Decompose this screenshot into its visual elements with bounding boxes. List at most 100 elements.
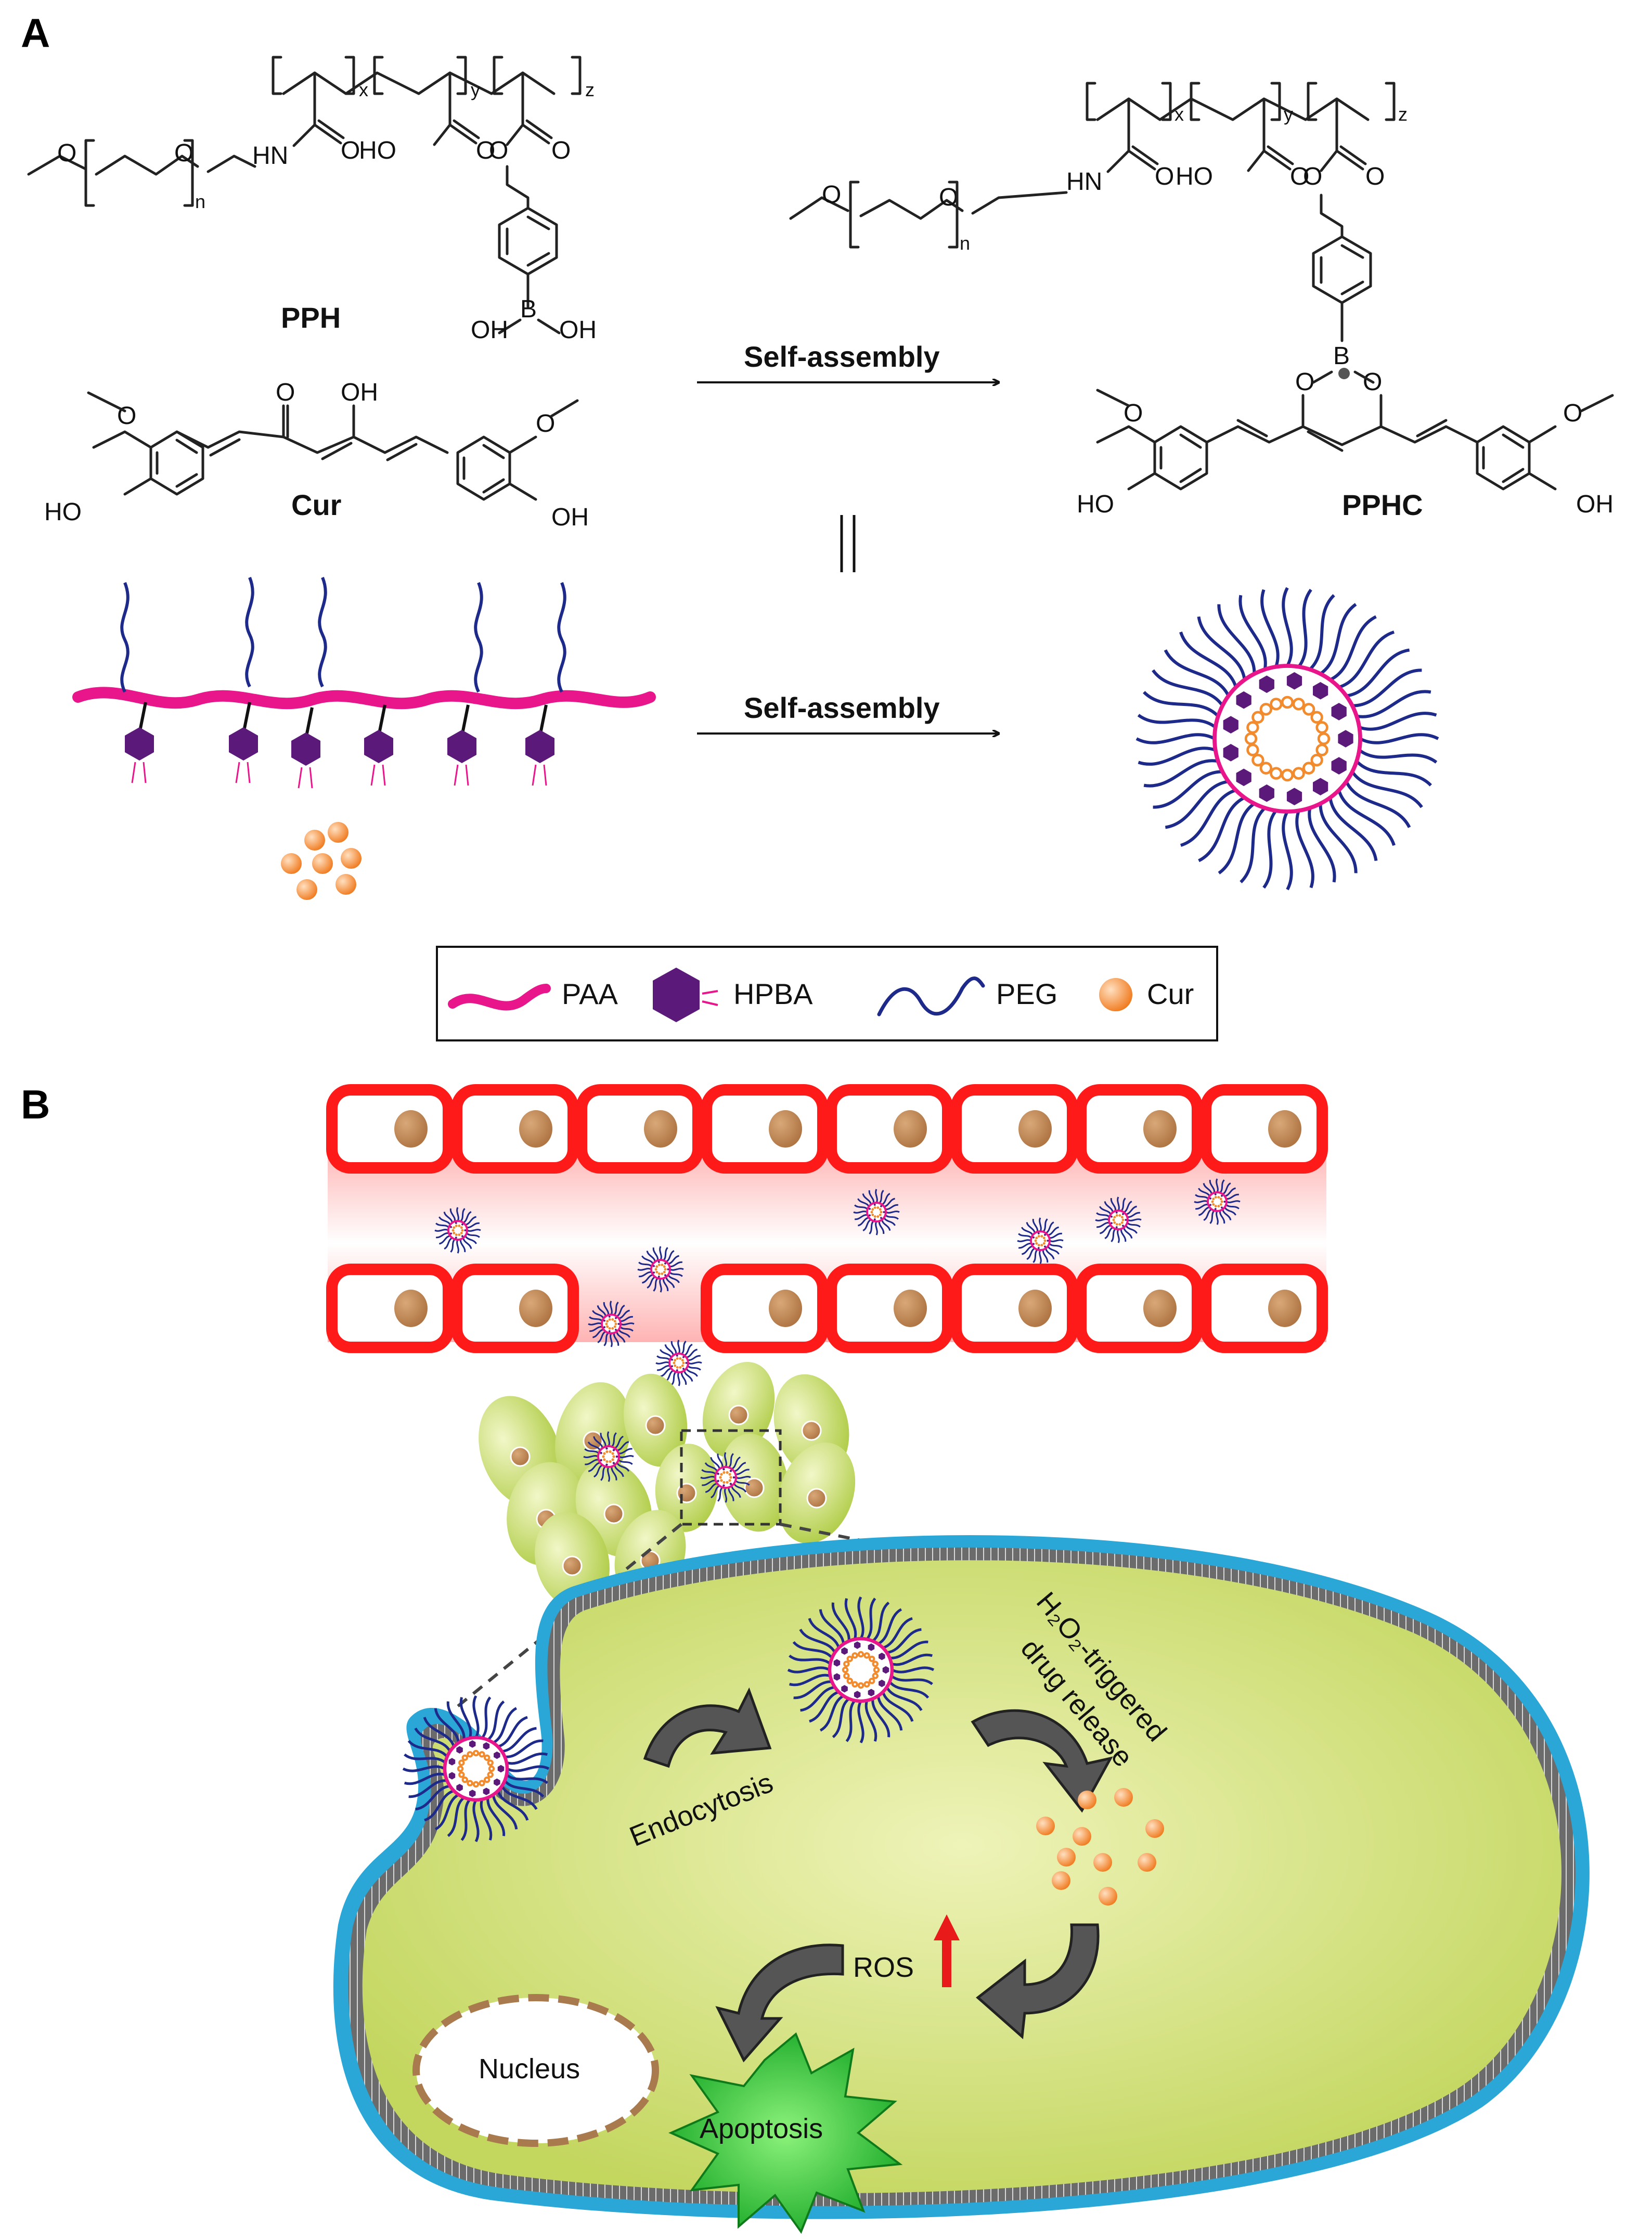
- micelle-cur: [857, 1651, 864, 1658]
- peg-arm: [683, 1344, 693, 1356]
- pphc-carbonyl-o-1: O: [1155, 163, 1174, 190]
- endothelial-nucleus: [519, 1290, 552, 1327]
- peg-arm: [610, 1301, 613, 1315]
- peg-arm: [702, 1479, 716, 1486]
- peg-arm: [1217, 604, 1256, 674]
- peg-arm: [1104, 1227, 1114, 1239]
- micelle-cur: [663, 1270, 666, 1273]
- micelle-hpba: [497, 1765, 505, 1773]
- pink-wave-icon: [448, 984, 551, 1011]
- ros-up-arrow-head: [934, 1914, 960, 1940]
- micelle-cur: [1217, 1205, 1220, 1208]
- hpba-unit: [447, 730, 476, 763]
- peg-arm: [481, 1696, 492, 1739]
- micelle-cur: [729, 1476, 732, 1479]
- peg-arm: [735, 1469, 750, 1475]
- peg-arm: [414, 1727, 451, 1753]
- peg-arm: [659, 1246, 662, 1260]
- peg-arm: [637, 1268, 652, 1271]
- endothelial-cell: [1200, 1084, 1328, 1174]
- peg-arm: [492, 1794, 518, 1830]
- tumor-nucleus: [728, 1405, 749, 1425]
- micelle-cur: [720, 1473, 723, 1476]
- micelle-hpba: [600, 1451, 602, 1455]
- cur-name: Cur: [291, 488, 341, 521]
- peg-chain: [245, 576, 254, 688]
- hpba-unit: [291, 732, 320, 766]
- panel-b-label: B: [21, 1082, 50, 1127]
- micelle: [1095, 1196, 1142, 1243]
- micelle-hpba: [685, 1361, 688, 1365]
- cur-molecule: [335, 874, 356, 895]
- endothelial-nucleus: [894, 1290, 927, 1327]
- micelle-cur: [873, 1215, 876, 1218]
- peg-arm: [662, 1278, 669, 1292]
- peg-arm: [1045, 1221, 1054, 1234]
- peg-arm: [1048, 1226, 1060, 1236]
- micelle-cur: [455, 1224, 458, 1227]
- micelle-cur: [657, 1272, 661, 1276]
- peg-arm: [404, 1753, 446, 1764]
- peg-arm: [1111, 1228, 1116, 1242]
- release-arrow: [971, 1709, 1113, 1813]
- peg-arm: [614, 1435, 624, 1449]
- boronic-oh-1: OH: [471, 316, 508, 344]
- micelle-shell: [668, 1353, 689, 1373]
- peg-arm: [1352, 668, 1422, 707]
- peg-arm: [1125, 1225, 1138, 1234]
- micelle-cur: [869, 1678, 875, 1684]
- boron-label-pphc: B: [1333, 342, 1350, 370]
- micelle: [700, 1452, 751, 1503]
- pphc-ester-o: O: [1303, 163, 1322, 190]
- micelle-cur: [1118, 1214, 1121, 1217]
- tumor-nucleus: [806, 1488, 827, 1509]
- peg-arm: [1099, 1206, 1112, 1215]
- peg-arm: [681, 1341, 687, 1355]
- peg-arm: [1203, 1182, 1212, 1194]
- endothelial-nucleus: [1268, 1290, 1301, 1327]
- hpba-linker: [461, 704, 470, 731]
- endothelial-nucleus: [894, 1110, 927, 1148]
- micelle-cur: [664, 1268, 667, 1271]
- pphc-subscript-x: x: [1175, 104, 1184, 125]
- peg-o-1: O: [57, 139, 76, 167]
- middle-arrow-label: Self-assembly: [744, 691, 940, 724]
- micelle-hpba: [608, 1315, 611, 1318]
- micelle-hpba: [667, 1268, 669, 1271]
- micelle-hpba: [615, 1329, 617, 1331]
- micelle-cur: [487, 1771, 494, 1778]
- peg-arm: [616, 1331, 626, 1343]
- peg-o-2: O: [174, 139, 193, 167]
- micelle-hpba: [605, 1447, 608, 1450]
- micelle-hpba: [841, 1685, 848, 1693]
- endothelial-nucleus: [1268, 1110, 1301, 1148]
- peg-arm: [1355, 760, 1432, 787]
- peg-arm: [1135, 733, 1216, 744]
- micelle: [637, 1246, 684, 1293]
- micelle-cur: [869, 1655, 875, 1662]
- micelle-cur: [863, 1681, 870, 1688]
- micelle-cur: [726, 1481, 729, 1484]
- micelle-hpba: [1044, 1245, 1046, 1248]
- ros-cycle-arrow: [976, 1923, 1100, 2040]
- peg-arm: [854, 1214, 868, 1220]
- peg-arm: [687, 1355, 701, 1361]
- peg-arm: [592, 1310, 604, 1319]
- micelle-hpba: [869, 1207, 871, 1210]
- peg-arm: [1282, 810, 1293, 891]
- legend-cur: Cur: [1147, 977, 1194, 1010]
- peg-arm: [641, 1255, 654, 1265]
- micelle-cur: [1113, 1216, 1116, 1219]
- hpba-unit: [125, 727, 154, 761]
- micelle-cur: [1281, 768, 1294, 782]
- micelle-cur: [846, 1655, 853, 1662]
- peg-arm: [1198, 1206, 1210, 1216]
- micelle-hpba: [1032, 1236, 1035, 1239]
- micelle-cur: [681, 1359, 684, 1362]
- peg-chain: [474, 582, 483, 693]
- micelle-hpba: [617, 1322, 620, 1326]
- peg-arm: [1198, 796, 1246, 863]
- pphc-micelle: [1135, 587, 1439, 891]
- peg-arm: [1358, 749, 1438, 764]
- peg-arm: [1216, 1211, 1219, 1225]
